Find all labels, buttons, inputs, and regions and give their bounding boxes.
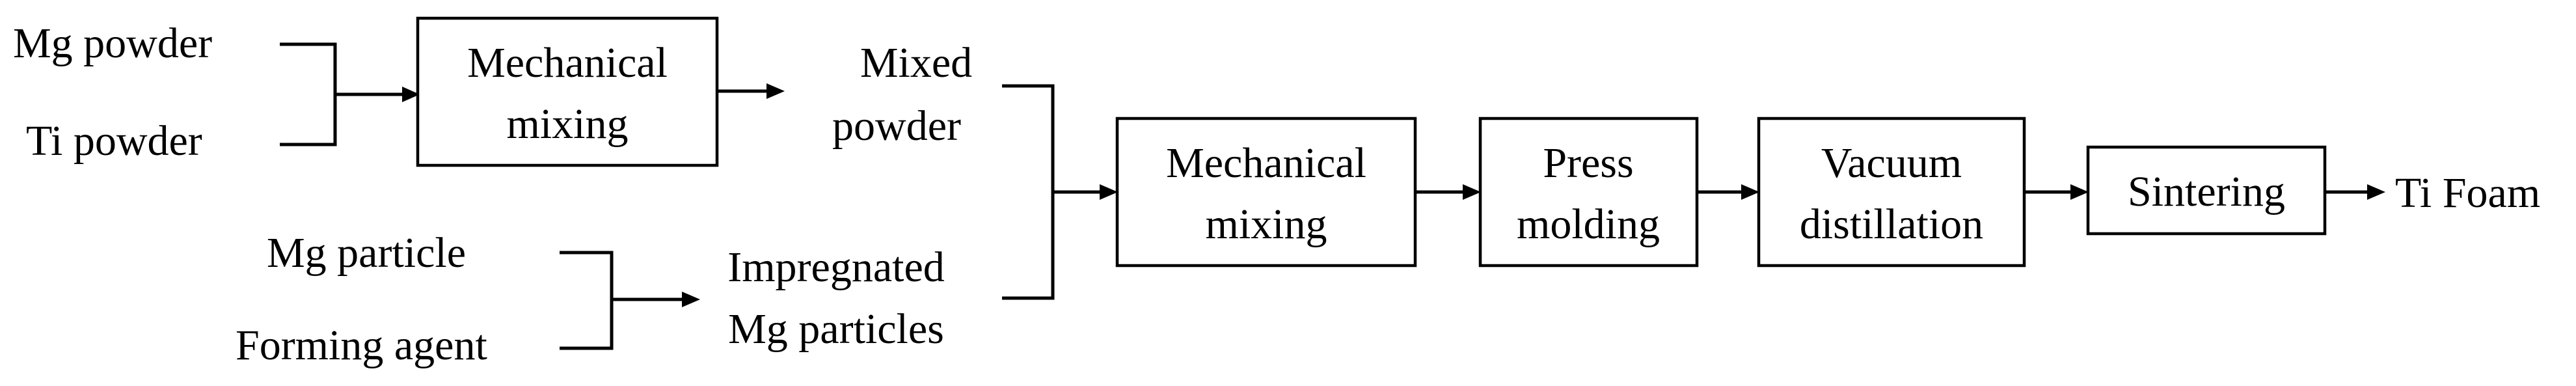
step-vacuum-distillation: Vacuum distillation bbox=[1757, 117, 2026, 268]
arrow-vacuum-to-sintering bbox=[2024, 184, 2089, 200]
intermediate-mixed-powder-line1: Mixed bbox=[860, 39, 972, 87]
step-label-line1: Mechanical bbox=[1166, 139, 1366, 187]
bracket-intermediates bbox=[1002, 84, 1118, 300]
arrow-mixing-to-mixed-powder bbox=[717, 83, 785, 99]
arrow-press-to-vacuum bbox=[1697, 184, 1759, 200]
output-ti-foam: Ti Foam bbox=[2395, 169, 2540, 217]
input-mg-particle: Mg particle bbox=[267, 229, 466, 277]
step-label-line2: mixing bbox=[1205, 200, 1327, 248]
intermediate-mixed-powder-line2: powder bbox=[832, 102, 961, 150]
step-label-line2: distillation bbox=[1800, 200, 1983, 248]
arrow-mixing-to-press bbox=[1415, 184, 1481, 200]
step-label-line2: mixing bbox=[506, 100, 628, 148]
input-mg-powder: Mg powder bbox=[13, 20, 212, 67]
arrow-sintering-to-output bbox=[2325, 184, 2385, 200]
step-label-line1: Vacuum bbox=[1821, 139, 1962, 187]
step-label: Sintering bbox=[2128, 168, 2285, 215]
step-label-line2: molding bbox=[1517, 200, 1660, 248]
bracket-powder-inputs bbox=[280, 42, 420, 146]
intermediate-impregnated-line2: Mg particles bbox=[728, 305, 944, 353]
step-mechanical-mixing-2: Mechanical mixing bbox=[1115, 117, 1417, 268]
step-label-line1: Press bbox=[1543, 139, 1633, 187]
step-press-molding: Press molding bbox=[1478, 117, 1699, 268]
bracket-particle-inputs bbox=[560, 251, 700, 350]
step-label-line1: Mechanical bbox=[467, 39, 668, 87]
step-mechanical-mixing-1: Mechanical mixing bbox=[416, 16, 719, 167]
input-ti-powder: Ti powder bbox=[26, 117, 202, 165]
input-forming-agent: Forming agent bbox=[236, 322, 487, 369]
intermediate-impregnated-line1: Impregnated bbox=[727, 243, 945, 291]
step-sintering: Sintering bbox=[2086, 145, 2327, 236]
